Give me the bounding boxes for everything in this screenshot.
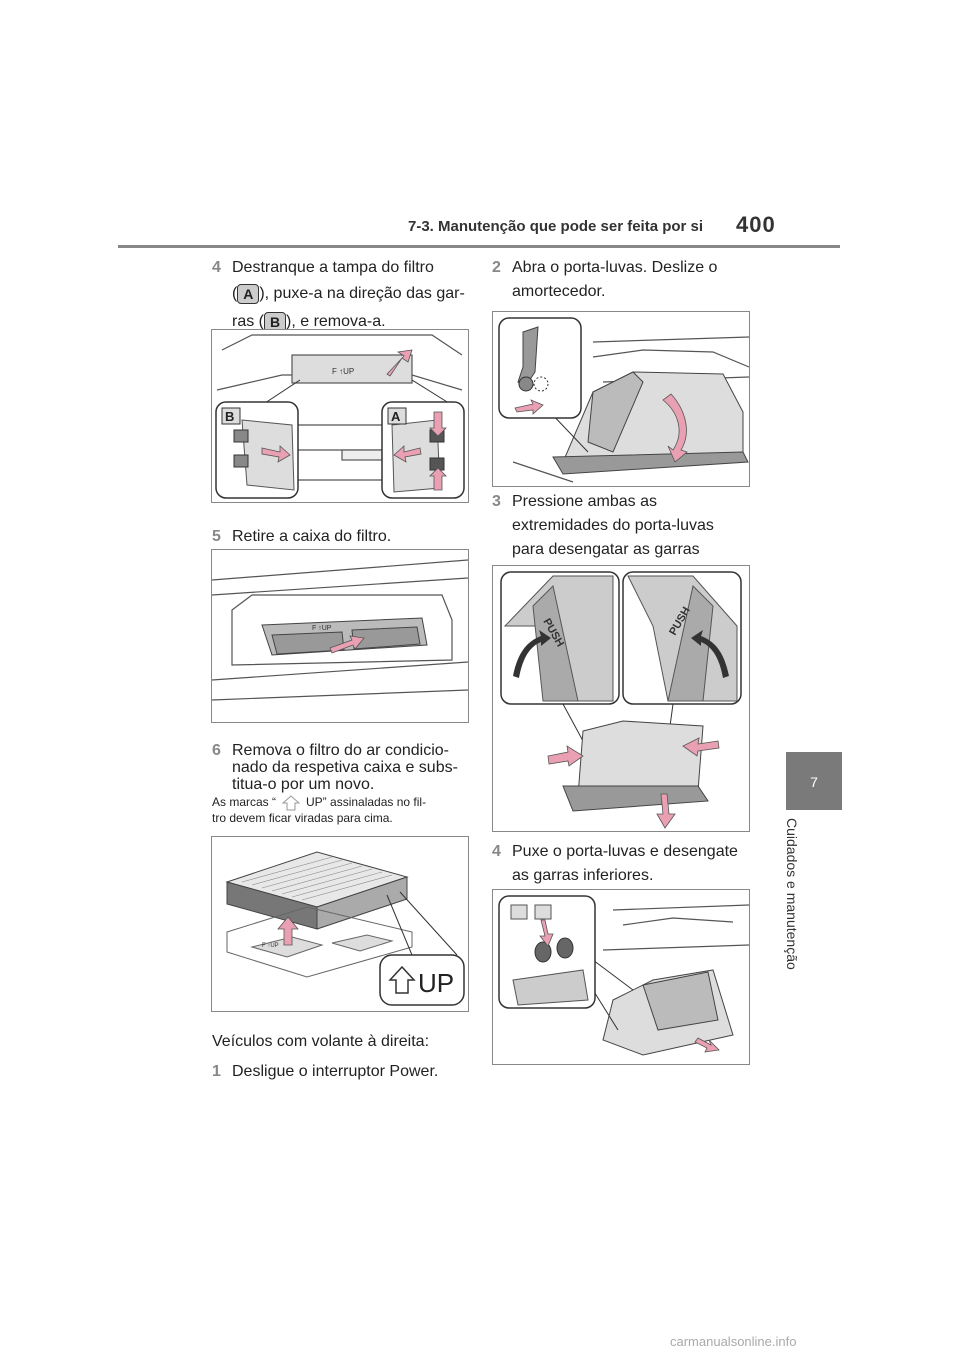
page-number: 400 bbox=[736, 212, 776, 237]
filter-mark: F ↑UP bbox=[332, 367, 354, 376]
figure-pull-glovebox-lower-claws bbox=[492, 889, 750, 1065]
filter-mark: F ↑UP bbox=[312, 625, 332, 632]
step-text: amortecedor. bbox=[512, 283, 606, 300]
watermark: carmanualsonline.info bbox=[670, 1334, 797, 1349]
badge-a: A bbox=[237, 283, 260, 304]
up-label: UP bbox=[418, 968, 454, 998]
step-text: as garras inferiores. bbox=[512, 867, 654, 884]
step-text: Puxe o porta-luvas e desengate bbox=[512, 843, 738, 860]
note-text: tro devem ficar viradas para cima. bbox=[212, 811, 393, 825]
up-arrow-icon bbox=[281, 795, 301, 811]
figure-filter-up-orientation: F ↑UP UP bbox=[211, 836, 469, 1012]
step-number: 1 bbox=[212, 1063, 221, 1080]
small-filter-mark: F ↑UP bbox=[262, 943, 279, 949]
note-text: As marcas “ bbox=[212, 795, 277, 810]
step-3-press-sides: 3 Pressione ambas as extremidades do port… bbox=[492, 490, 752, 562]
chapter-title: Cuidados e manutenção bbox=[784, 818, 804, 988]
step-text: Pressione ambas as bbox=[512, 493, 657, 510]
step-number: 3 bbox=[492, 493, 501, 510]
badge-b: B bbox=[264, 311, 286, 332]
chapter-title-text: Cuidados e manutenção bbox=[784, 818, 800, 970]
step-number: 4 bbox=[212, 259, 221, 276]
step-4-unlock: 4 Destranque a tampa do filtro (A), puxe-… bbox=[212, 256, 472, 334]
figure-remove-filter-case: F ↑UP bbox=[211, 549, 469, 723]
section-title: 7-3. Manutenção que pode ser feita por s… bbox=[408, 218, 704, 235]
step-text: ( bbox=[232, 285, 238, 302]
step-number: 6 bbox=[212, 742, 221, 759]
step-text: Desligue o interruptor Power. bbox=[232, 1063, 439, 1080]
figure-press-glovebox-ends: PUSH PUSH bbox=[492, 565, 750, 832]
step-5-remove-case: 5 Retire a caixa do filtro. bbox=[212, 525, 472, 549]
step-text: ), e remova-a. bbox=[286, 313, 386, 330]
step-text: ), puxe-a na direção das gar- bbox=[259, 285, 465, 302]
step-text: extremidades do porta-luvas bbox=[512, 517, 714, 534]
step-text: Remova o filtro do ar condicio- bbox=[232, 742, 449, 759]
step-text: Abra o porta-luvas. Deslize o bbox=[512, 259, 718, 276]
step-text: Destranque a tampa do filtro bbox=[232, 259, 434, 276]
step-number: 4 bbox=[492, 843, 501, 860]
step-number: 2 bbox=[492, 259, 501, 276]
callout-b: B bbox=[225, 409, 234, 424]
chapter-number: 7 bbox=[810, 774, 818, 790]
step-1-power-off: 1 Desligue o interruptor Power. bbox=[212, 1060, 438, 1084]
header-divider bbox=[118, 245, 840, 248]
step-2-open-glovebox: 2 Abra o porta-luvas. Deslize o amorteced… bbox=[492, 256, 752, 304]
step-6-replace-filter: 6 Remova o filtro do ar condicio- nado da… bbox=[212, 742, 474, 793]
figure-unlock-filter-cover: F ↑UP B A bbox=[211, 329, 469, 503]
note-up-mark: As marcas “ UP” assinaladas no fil- tro d… bbox=[212, 795, 474, 826]
step-text: titua-o por um novo. bbox=[232, 776, 375, 793]
rhd-heading: Veículos com volante à direita: bbox=[212, 1033, 430, 1050]
step-4-pull-glovebox: 4 Puxe o porta-luvas e desengate as garra… bbox=[492, 840, 752, 888]
step-text: nado da respetiva caixa e subs- bbox=[232, 759, 458, 776]
figure-open-glovebox-damper bbox=[492, 311, 750, 487]
chapter-tab: 7 bbox=[786, 752, 842, 810]
step-text: para desengatar as garras bbox=[512, 541, 700, 558]
step-number: 5 bbox=[212, 528, 221, 545]
note-text: UP” assinaladas no fil- bbox=[306, 795, 427, 810]
step-text: Retire a caixa do filtro. bbox=[232, 528, 392, 545]
callout-a: A bbox=[391, 409, 401, 424]
step-text: ras ( bbox=[232, 313, 264, 330]
